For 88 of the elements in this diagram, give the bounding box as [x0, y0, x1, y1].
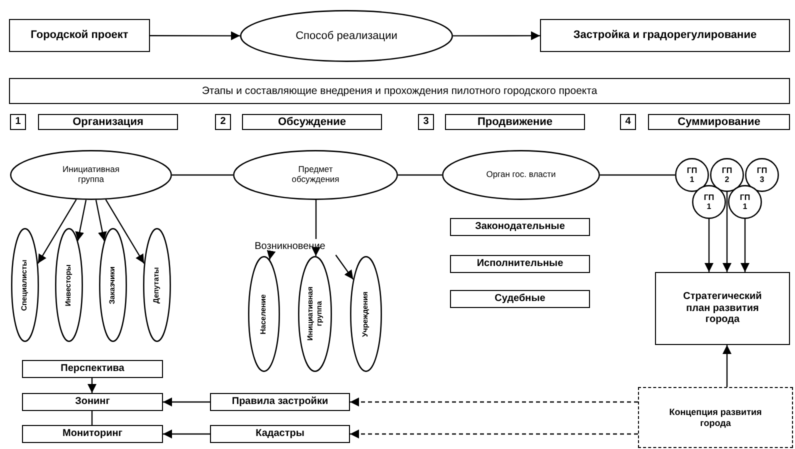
process-box [22, 360, 163, 378]
node-text: Зонинг [75, 396, 110, 408]
connector [266, 250, 276, 260]
node-text: Кадастры [256, 428, 304, 440]
node-text: Инициативная группа [62, 165, 120, 185]
connector [398, 174, 442, 176]
dashed-box [638, 387, 793, 448]
circle-node [675, 158, 709, 192]
node-text: Концепция развития города [668, 407, 763, 428]
process-box [540, 19, 790, 52]
node-text: Мониторинг [62, 428, 122, 440]
process-box [655, 272, 790, 345]
process-box [418, 114, 434, 130]
circle-node [692, 185, 726, 219]
connector [163, 398, 210, 406]
node-text: ГП 1 [702, 192, 716, 212]
node-text: ГП 1 [686, 166, 698, 184]
node-text: Продвижение [477, 116, 552, 128]
process-box [22, 393, 163, 411]
process-box [445, 114, 585, 130]
ellipse-node [11, 228, 39, 342]
process-box [9, 78, 790, 104]
connector [740, 219, 750, 272]
node-text: 4 [625, 116, 631, 128]
process-box [210, 393, 350, 411]
node-text: Городской проект [30, 29, 128, 42]
node-text: 2 [220, 116, 226, 128]
node-text: Застройка и градорегулирование [573, 29, 757, 42]
ellipse-node [240, 10, 453, 62]
ellipse-node [233, 150, 398, 200]
connector [350, 398, 638, 406]
process-box [210, 425, 350, 443]
node-text: 3 [423, 116, 429, 128]
connector [350, 430, 638, 438]
process-box [450, 290, 590, 308]
node-text: Этапы и составляющие внедрения и прохождения пилотного городского проекта [202, 84, 598, 98]
connector [105, 199, 145, 264]
ellipse-node [248, 256, 280, 372]
node-text: Исполнительные [476, 258, 564, 270]
process-box [450, 218, 590, 236]
circle-node [745, 158, 779, 192]
node-text: ГП 3 [756, 166, 768, 184]
process-box [10, 114, 26, 130]
node-text: Способ реализации [296, 30, 398, 42]
connector [91, 411, 93, 425]
ellipse-node [99, 228, 127, 342]
process-box [215, 114, 231, 130]
connector [600, 174, 675, 176]
process-box [450, 255, 590, 273]
connector [704, 219, 714, 272]
ellipse-node [55, 228, 83, 342]
connector [335, 254, 354, 280]
node-text: Суммирование [678, 116, 760, 128]
node-text: Обсуждение [278, 116, 346, 128]
node-text: ГП 2 [720, 166, 734, 184]
node-text: Предмет обсуждения [290, 165, 340, 185]
process-box [242, 114, 382, 130]
ellipse-node [143, 228, 171, 342]
connector [150, 31, 240, 40]
node-text: Судебные [494, 293, 546, 305]
node-text: Законодательные [475, 221, 565, 233]
connector [37, 199, 77, 264]
ellipse-node [298, 256, 332, 372]
process-box [22, 425, 163, 443]
circle-node [728, 185, 762, 219]
node-text: 1 [15, 116, 21, 128]
connector [172, 174, 233, 176]
node-text: Стратегический план развития города [682, 291, 763, 326]
node-text: Перспектива [60, 363, 124, 375]
ellipse-node [442, 150, 600, 200]
process-box [38, 114, 178, 130]
circle-node [710, 158, 744, 192]
ellipse-node [10, 150, 172, 200]
node-text: Орган гос. власти [486, 170, 556, 180]
connector [163, 430, 210, 438]
connector [315, 200, 317, 239]
connector [95, 200, 107, 241]
node-text: ГП 1 [738, 192, 752, 212]
process-box [648, 114, 790, 130]
ellipse-node [350, 256, 382, 372]
connector [722, 345, 732, 387]
node-text: Правила застройки [232, 396, 328, 408]
connector [75, 200, 87, 241]
process-box [620, 114, 636, 130]
process-box [9, 19, 150, 52]
node-text: Организация [72, 116, 144, 128]
connector [453, 31, 540, 40]
connector [88, 378, 96, 393]
